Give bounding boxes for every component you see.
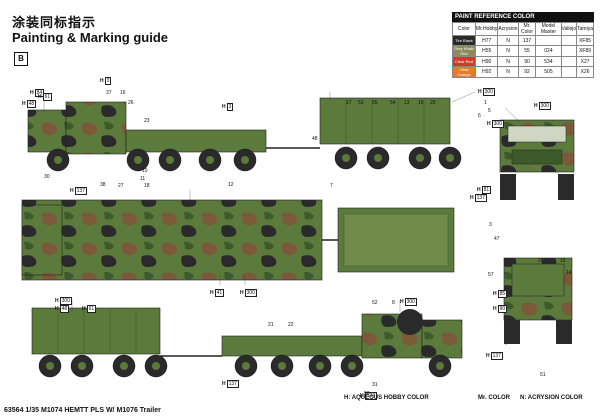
page-title-en: Painting & Marking guide xyxy=(12,30,169,45)
part-number: 23 xyxy=(144,118,150,124)
part-number: 14 xyxy=(566,270,572,276)
side-view-trailer-top xyxy=(266,97,462,170)
ref-cell: H92 xyxy=(474,66,499,78)
part-number: 31 xyxy=(372,382,378,388)
product-code: 63564 xyxy=(4,407,24,414)
part-number: 30 xyxy=(44,174,50,180)
top-view-trailer xyxy=(337,207,455,273)
part-number: 26 xyxy=(128,100,134,106)
part-number: 5 xyxy=(488,108,491,114)
part-number: 3 xyxy=(489,222,492,228)
page-title-cn: 涂装同标指示 xyxy=(12,15,97,30)
part-number: 15 xyxy=(560,258,566,264)
product-name: 1/35 M1074 HEMTT PLS W/ M1076 Trailer xyxy=(25,407,161,414)
color-swatch: Clear Orange xyxy=(452,66,476,78)
paint-reference-title: PAINT REFERENCE COLOR xyxy=(452,12,594,22)
legend-mr-color: Mr. COLOR xyxy=(478,395,511,401)
part-number: 6 xyxy=(478,113,481,119)
part-number: 55 xyxy=(372,100,378,106)
side-view-truck-top xyxy=(27,101,267,172)
legend-acrysion: N: ACRYSION COLOR xyxy=(520,395,583,401)
part-number: 54 xyxy=(390,100,396,106)
ref-cell: 505 xyxy=(535,66,562,78)
part-number: 1 xyxy=(484,100,487,106)
part-number: 12 xyxy=(228,182,234,188)
side-view-trailer-bottom xyxy=(31,307,222,378)
part-number: 8 xyxy=(392,300,395,306)
ref-cell: N xyxy=(497,66,519,78)
part-number: 57 xyxy=(488,272,494,278)
part-number: 17 xyxy=(346,100,352,106)
part-number: 2 xyxy=(538,258,541,264)
part-number: 51 xyxy=(540,372,546,378)
front-view-truck xyxy=(499,119,575,200)
part-number: 22 xyxy=(288,322,294,328)
part-number: 7 xyxy=(330,183,333,189)
side-view-truck-bottom xyxy=(221,309,463,378)
part-number: 37 xyxy=(106,90,112,96)
part-number: 20 xyxy=(430,100,436,106)
part-number: 13 xyxy=(404,100,410,106)
part-number: 47 xyxy=(494,236,500,242)
top-view-truck xyxy=(21,199,338,281)
section-badge: B xyxy=(14,52,28,66)
part-number: 10 xyxy=(142,168,148,174)
part-number: 19 xyxy=(418,100,424,106)
ref-cell: X26 xyxy=(576,66,594,78)
part-number: 16 xyxy=(120,90,126,96)
part-number: 21 xyxy=(268,322,274,328)
legend-aqueous: H: AQUEOUS HOBBY COLOR xyxy=(344,395,429,401)
part-number: 18 xyxy=(144,183,150,189)
footer: 63564 1/35 M1074 HEMTT PLS W/ M1076 Trai… xyxy=(4,407,161,414)
part-number: 53 xyxy=(358,100,364,106)
part-number: 11 xyxy=(140,176,146,182)
part-number: 52 xyxy=(372,300,378,306)
part-number: 48 xyxy=(312,136,318,142)
part-number: 38 xyxy=(100,182,106,188)
rear-view-truck xyxy=(503,257,573,344)
part-number: 27 xyxy=(118,183,124,189)
part-number: 50 xyxy=(364,391,370,397)
